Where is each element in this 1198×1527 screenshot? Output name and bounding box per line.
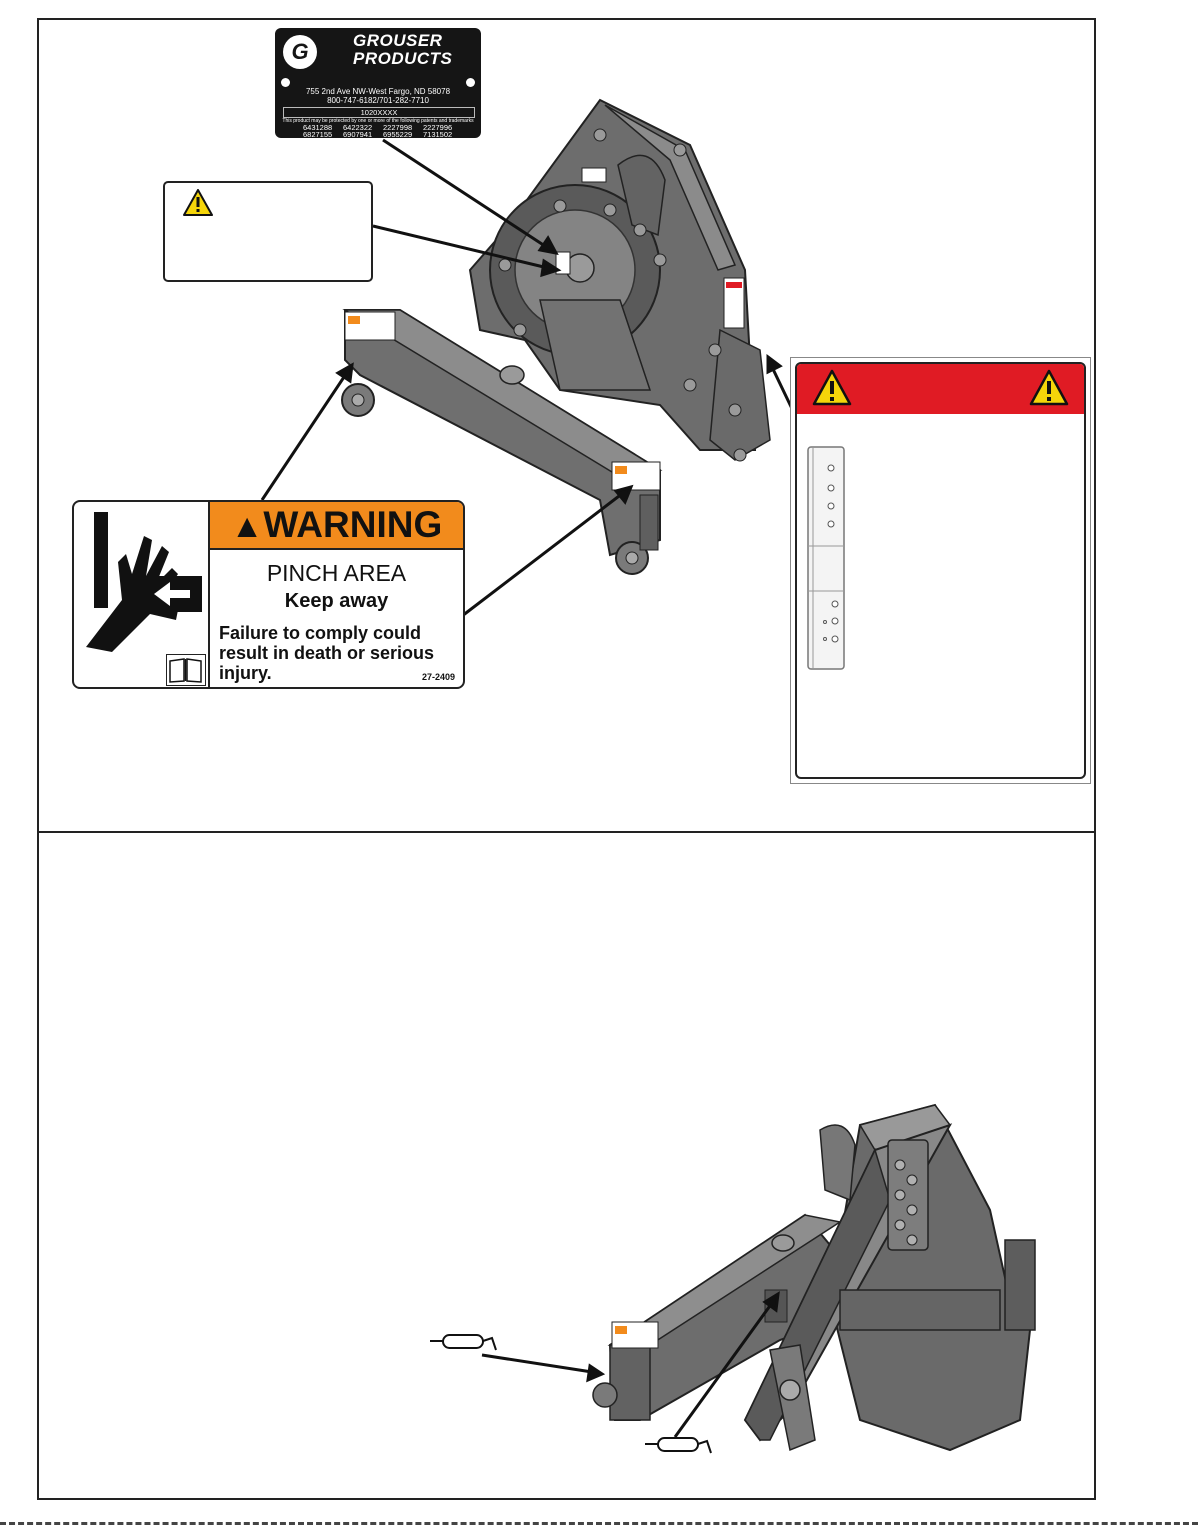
danger-decal: [790, 357, 1091, 784]
plate-hole: [281, 78, 290, 87]
leader-arrows-bottom: [481, 1291, 780, 1438]
page-edge-dashes: [0, 1522, 1198, 1525]
section-divider: [37, 831, 1096, 833]
manual-book-icon: [166, 654, 206, 686]
instruction-text: Keep away: [284, 590, 389, 612]
brand-logo: G: [283, 35, 317, 69]
hitch-plate-illustration: [468, 98, 771, 462]
patent-number: 2227998: [383, 123, 413, 132]
plate-hole: [466, 78, 475, 87]
signal-word: WARNING: [263, 504, 443, 545]
hitch-plate-diagram: [807, 446, 845, 670]
pinch-hand-icon: [86, 512, 202, 652]
plate-address-block: 755 2nd Ave NW-West Fargo, ND 58078 800-…: [275, 87, 481, 105]
warning-header: ▲WARNING: [210, 502, 463, 550]
alert-triangle-icon: [812, 369, 852, 406]
pinch-hazard-pictogram: [74, 502, 210, 687]
alert-triangle-icon: [1029, 369, 1069, 406]
serial-plate: G GROUSER PRODUCTS 755 2nd Ave NW-West F…: [275, 28, 481, 138]
warning-decal: ▲WARNING PINCH AREA Keep away Failure to…: [72, 500, 465, 689]
patent-number: 6907941: [343, 130, 373, 139]
page-frame: [37, 18, 1096, 1500]
hazard-text: PINCH AREA: [266, 560, 407, 586]
plate-address: 755 2nd Ave NW-West Fargo, ND 58078: [305, 87, 451, 96]
patent-number: 6827155: [303, 130, 333, 139]
brand-line-1: GROUSER: [353, 31, 443, 50]
plate-phone: 800-747-6182/701-282-7710: [327, 96, 429, 105]
decal-part-number: 27-2409: [421, 672, 455, 682]
patent-number: 6431288: [303, 123, 333, 132]
pin-icon: [645, 1437, 712, 1454]
brand-line-2: PRODUCTS: [353, 49, 453, 68]
arm-illustration-top: [341, 309, 663, 575]
alert-triangle-icon: [183, 189, 213, 216]
brand-name: GROUSER PRODUCTS: [353, 32, 478, 68]
pin-icon: [430, 1334, 497, 1351]
leader-arrows-top: [260, 138, 797, 618]
patent-number: 7131502: [423, 130, 453, 139]
danger-header: [797, 364, 1084, 414]
patent-list: 6431288 6422322 2227998 2227996 6827155 …: [303, 123, 463, 139]
hitch-assembly-illustration: [592, 1103, 1036, 1452]
danger-decal-inner: [795, 362, 1086, 779]
alert-triangle-icon: ▲: [230, 507, 264, 544]
patent-number: 2227996: [423, 123, 453, 132]
serial-number: 1020XXXX: [283, 107, 475, 118]
consequence-text: Failure to comply could result in death …: [219, 623, 435, 683]
patent-number: 6422322: [343, 123, 373, 132]
patent-number: 6955229: [383, 130, 413, 139]
caution-decal: [163, 181, 373, 282]
patent-note: This product may be protected by one or …: [282, 118, 474, 124]
